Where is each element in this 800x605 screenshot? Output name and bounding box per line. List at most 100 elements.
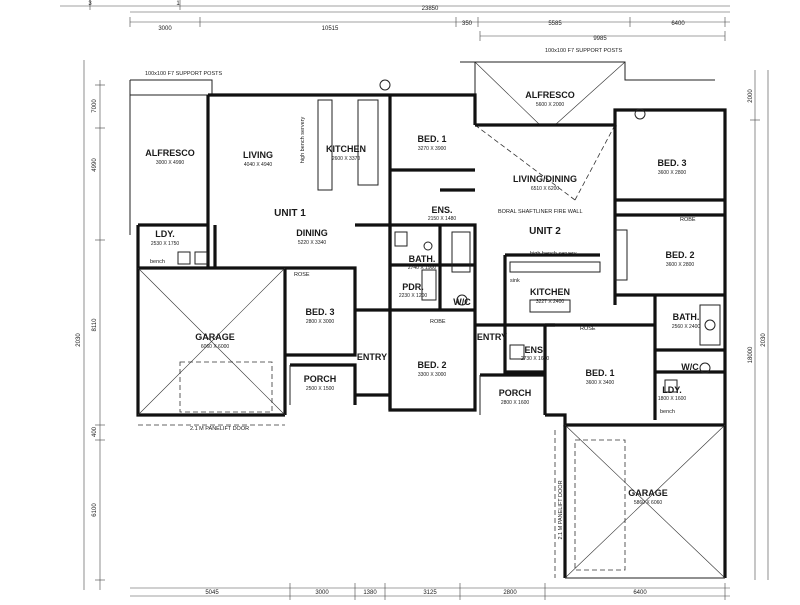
- dim-bottom-2800: 2800: [503, 590, 517, 596]
- wc-pan-unit1: [456, 294, 468, 306]
- room-bath-u2-size: 2560 X 2400: [672, 324, 701, 330]
- dim-top-10515: 10515: [322, 26, 339, 32]
- note-bench-1: bench: [150, 259, 165, 265]
- note-sink: sink: [510, 278, 520, 284]
- vanity-unit1: [421, 269, 437, 301]
- dim-bottom-6400: 6400: [633, 590, 647, 596]
- room-dining-u1: DINING: [296, 228, 328, 238]
- room-bed2-u1-size: 3300 X 3000: [418, 372, 447, 378]
- dim-top-overall: 23850: [422, 6, 439, 12]
- shower-unit1: [451, 231, 471, 273]
- toilet-unit2-ens: [509, 344, 525, 360]
- room-living-u2: LIVING/DINING: [513, 174, 577, 184]
- wc-pan-unit2: [699, 362, 711, 374]
- kitchen-bench-unit1: [317, 99, 333, 191]
- note-rose-1: ROSE: [294, 272, 310, 278]
- note-rose-3: ROSE: [580, 326, 596, 332]
- pantry-unit1: [357, 99, 379, 186]
- room-kitchen-u1-size: 2600 X 3370: [332, 156, 361, 162]
- dimension-lines: [60, 0, 769, 600]
- unit1-room-labels: ALFRESCO 3000 X 4990 LIVING 4040 X 4940 …: [145, 134, 471, 392]
- room-kitchen-u1: KITCHEN: [326, 144, 366, 154]
- note-high-bench-2: high bench servery: [530, 251, 577, 257]
- bath-tub-unit2: [699, 304, 721, 346]
- dim-top-5585: 5585: [548, 21, 562, 27]
- dimension-labels: 3 1 23850 3000 10515 350 5585 6400 9985 …: [76, 1, 767, 596]
- fixtures: [177, 79, 721, 393]
- room-garage-u1-size: 6060 X 6000: [201, 344, 230, 350]
- room-alfresco-u2: ALFRESCO: [525, 90, 575, 100]
- room-bed1-u1: BED. 1: [417, 134, 446, 144]
- basin-unit1: [423, 241, 433, 251]
- room-ens-u1: ENS.: [431, 205, 452, 215]
- room-garage-u2: GARAGE: [628, 488, 668, 498]
- unit2-label: UNIT 2: [529, 226, 561, 237]
- room-living-u1: LIVING: [243, 150, 273, 160]
- dim-left-2030: 2030: [76, 333, 82, 347]
- room-bed3-u1: BED. 3: [305, 307, 334, 317]
- dim-top-350: 350: [462, 21, 473, 27]
- room-bath-u2: BATH.: [673, 312, 700, 322]
- note-fire-wall: BORAL SHAFTLINER FIRE WALL: [498, 209, 583, 215]
- room-kitchen-u2: KITCHEN: [530, 287, 570, 297]
- room-alfresco-u2-size: 5600 X 2000: [536, 102, 565, 108]
- unit-labels: UNIT 1 UNIT 2: [274, 208, 561, 237]
- dim-bottom-3125: 3125: [423, 590, 437, 596]
- dim-top-3000: 3000: [158, 26, 172, 32]
- dim-left-6100: 6100: [92, 503, 98, 517]
- pantry-unit2: [529, 299, 571, 313]
- room-wc-u2: W/C: [681, 362, 699, 372]
- note-garage-door-right: 2.1 M PANELIFT DOOR: [558, 480, 564, 539]
- note-support-posts-left: 100x100 F7 SUPPORT POSTS: [145, 71, 222, 77]
- note-bench-2: bench: [660, 409, 675, 415]
- room-bath-u1-size: 2740 X 1900: [408, 265, 437, 271]
- dim-left-4990: 4990: [92, 158, 98, 172]
- dim-mark-3: 3: [88, 1, 92, 7]
- dim-top-9985: 9985: [593, 36, 607, 42]
- laundry-tub-unit2: [664, 379, 678, 393]
- room-bed3-u2: BED. 3: [657, 158, 686, 168]
- dim-right-2000: 2000: [748, 89, 754, 103]
- dim-bottom-5045: 5045: [205, 590, 219, 596]
- room-pdr-u1-size: 2230 X 1200: [399, 293, 428, 299]
- room-pdr-u1: PDR.: [402, 282, 424, 292]
- dim-right-2030: 2030: [761, 333, 767, 347]
- notes: 100x100 F7 SUPPORT POSTS 100x100 F7 SUPP…: [145, 48, 696, 540]
- room-entry-u1: ENTRY: [357, 352, 387, 362]
- dim-left-7000: 7000: [92, 99, 98, 113]
- dim-right-18000: 18000: [748, 346, 754, 363]
- room-bed2-u1: BED. 2: [417, 360, 446, 370]
- room-bed3-u2-size: 3600 X 2800: [658, 170, 687, 176]
- room-ens-u2: ENS.: [524, 345, 545, 355]
- unit1-label: UNIT 1: [274, 208, 306, 219]
- room-wc-u1: W/C: [453, 297, 471, 307]
- dim-bottom-1380: 1380: [363, 590, 377, 596]
- room-garage-u1: GARAGE: [195, 332, 235, 342]
- room-ldy-u2-size: 1800 X 1600: [658, 396, 687, 402]
- note-garage-door-left: 2.1 M PANELIFT DOOR: [190, 426, 249, 432]
- room-porch-u1: PORCH: [304, 374, 337, 384]
- unit2-walls: [475, 108, 727, 579]
- hws-unit2: [634, 108, 646, 120]
- note-robe-4: ROBE: [430, 319, 446, 325]
- kitchen-bench-unit2: [509, 261, 601, 273]
- room-alfresco-u1-size: 3000 X 4990: [156, 160, 185, 166]
- dim-mark-1: 1: [176, 1, 180, 7]
- room-alfresco-u1: ALFRESCO: [145, 148, 195, 158]
- laundry-tub-unit1: [177, 251, 191, 265]
- basin-unit2: [704, 319, 716, 331]
- room-entry-u2: ENTRY: [477, 332, 507, 342]
- room-bed2-u2-size: 3600 X 2800: [666, 262, 695, 268]
- room-bath-u1: BATH.: [409, 254, 436, 264]
- garage-details: [137, 267, 726, 579]
- room-bed3-u1-size: 2800 X 3000: [306, 319, 335, 325]
- room-porch-u2: PORCH: [499, 388, 532, 398]
- room-ldy-u1-size: 2530 X 1750: [151, 241, 180, 247]
- hws-unit1: [379, 79, 391, 91]
- room-bed1-u2-size: 3600 X 3400: [586, 380, 615, 386]
- room-porch-u1-size: 2500 X 1500: [306, 386, 335, 392]
- robe-unit2: [614, 229, 628, 281]
- washer-unit1: [194, 251, 208, 265]
